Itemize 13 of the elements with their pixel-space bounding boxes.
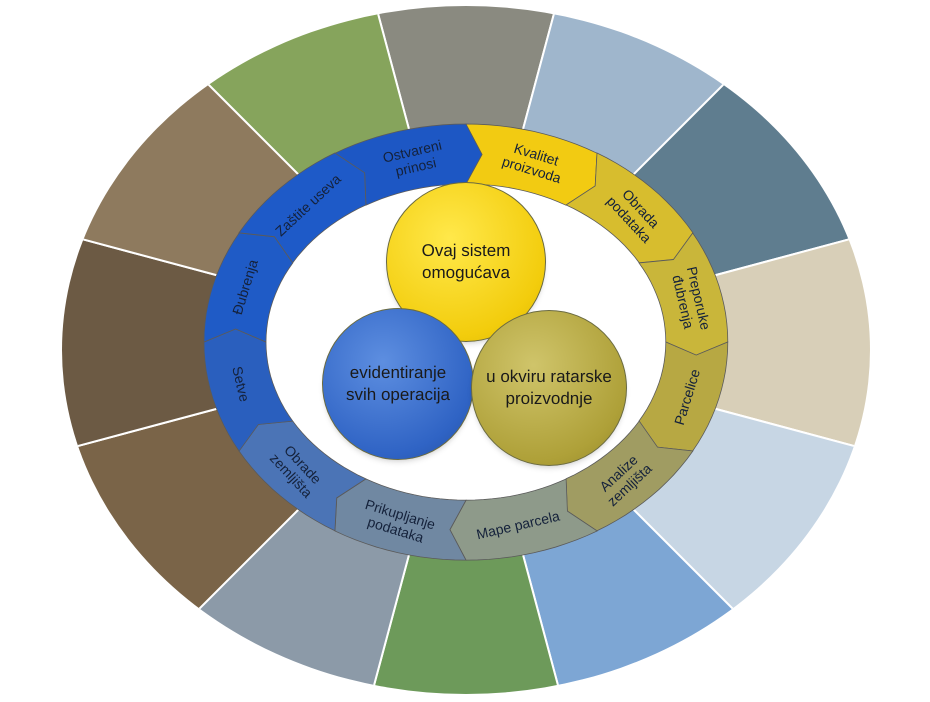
segment-label: Preporuke đubrenja	[668, 264, 715, 334]
circle-label: Ovaj sistem omogućava	[420, 240, 512, 284]
segment-label: Setve	[228, 364, 254, 406]
circle-label: u okviru ratarske proizvodnje	[485, 366, 613, 410]
ring-segment	[238, 420, 367, 532]
circle-label: evidentiranje svih operacija	[345, 362, 451, 406]
ring-segment	[638, 341, 729, 452]
ring-segment	[465, 123, 598, 206]
segment-label: Ostvareni prinosi	[380, 135, 444, 182]
ring-segment	[334, 478, 467, 561]
segment-label: Mape parcela	[474, 506, 562, 544]
ring-segment	[448, 478, 598, 561]
ring-segment	[565, 152, 694, 264]
